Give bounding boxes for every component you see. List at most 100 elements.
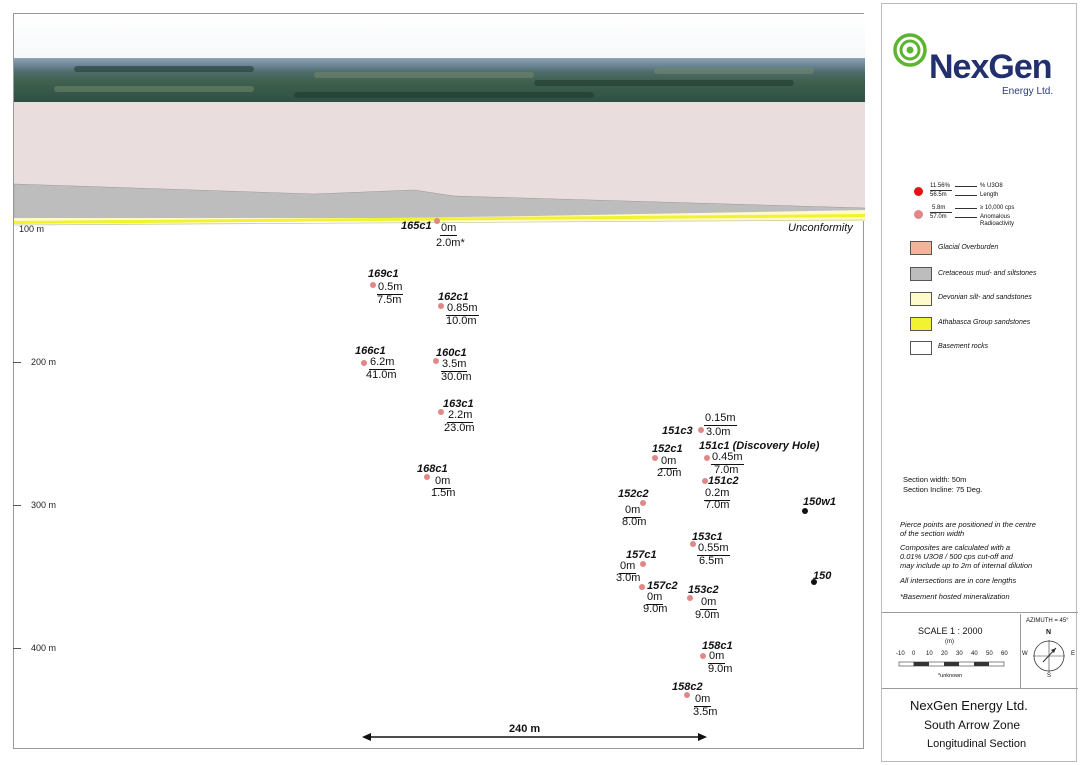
intercept-length: 10.0m [446, 315, 477, 327]
intercept-length: 3.5m [693, 706, 718, 718]
intercept-length: 23.0m [444, 422, 475, 434]
intercept-grade-or-width: 0.45m [711, 451, 744, 465]
azimuth-label: AZIMUTH = 45° [1026, 618, 1069, 624]
intercept-grade-or-width: 6.2m [369, 356, 396, 370]
scale-tick-60: 60 [1001, 651, 1008, 657]
section-frame [13, 13, 865, 749]
drill-hole-id: 151c1 (Discovery Hole) [699, 440, 820, 452]
drill-hole-id: 150 [813, 570, 832, 582]
note-1: Pierce points are positioned in the cent… [900, 520, 1036, 529]
drill-hole-id: 150w1 [803, 496, 837, 508]
scale-tick-30: 30 [956, 651, 963, 657]
drill-hole-id: 169c1 [368, 268, 399, 280]
drill-hole-marker [639, 584, 645, 590]
intercept-grade-or-width: 0m [708, 650, 726, 664]
scale-tick--10: -10 [896, 651, 905, 657]
depth-tick-300 [13, 505, 21, 506]
drill-hole-id: 153c2 [688, 584, 719, 596]
note-7: *Basement hosted mineralization [900, 592, 1010, 601]
scale-bar-label: 240 m [509, 723, 541, 735]
intercept-length: 7.0m [705, 499, 730, 511]
legend-pink-desc1: ≥ 10,000 cps [980, 205, 1015, 211]
sky-band [14, 14, 865, 58]
intercept-length: 41.0m [366, 369, 397, 381]
intercept-length: 9.0m [695, 609, 720, 621]
legend-red-dot [914, 187, 923, 196]
compass-n: N [1046, 629, 1052, 636]
legend-pink-dot [914, 210, 923, 219]
drill-hole-id: 158c1 [702, 640, 733, 652]
drill-hole-marker [370, 282, 376, 288]
drill-hole-id: 157c1 [626, 549, 657, 561]
note-section-width: Section width: 50m [903, 475, 967, 484]
drill-hole-marker [687, 595, 693, 601]
drill-hole-marker [424, 474, 430, 480]
drill-hole-id: 157c2 [647, 580, 678, 592]
compass-rose-icon [1033, 640, 1065, 672]
drill-hole-marker [702, 478, 708, 484]
intercept-length: 1.5m [431, 487, 456, 499]
intercept-grade-or-width: 0m [694, 693, 712, 707]
panel-divider-1 [882, 612, 1078, 613]
intercept-length: 30.0m [441, 371, 472, 383]
legend-red-bottom: 56.5m [930, 192, 947, 198]
drill-hole-marker [640, 500, 646, 506]
title-section: Longitudinal Section [927, 738, 1027, 750]
depth-label-400: 400 m [31, 643, 57, 653]
drill-hole-marker [690, 541, 696, 547]
compass-w: W [1022, 651, 1028, 657]
drill-hole-marker [704, 455, 710, 461]
drill-hole-id: 153c1 [692, 531, 723, 543]
logo-wordmark: NexGen [929, 48, 1053, 86]
depth-tick-400 [13, 648, 21, 649]
title-company: NexGen Energy Ltd. [910, 698, 1028, 713]
note-section-incline: Section Incline: 75 Deg. [903, 485, 983, 494]
scale-tick-40: 40 [971, 651, 978, 657]
note-4: 0.01% U3O8 / 500 cps cut-off and [900, 552, 1013, 561]
legend-pink-leader-1 [955, 208, 977, 209]
legend-pink-desc2: Anomalous [980, 214, 1011, 220]
note-6: All intersections are in core lengths [900, 576, 1017, 585]
intercept-length: 9.0m [643, 603, 668, 615]
intercept-length: 3.0m [616, 572, 641, 584]
intercept-grade-or-width: 0.85m [446, 302, 479, 316]
drill-hole-id: 158c2 [672, 681, 703, 693]
intercept-grade-or-width: 0m [619, 560, 637, 574]
legend-swatch-basement [910, 341, 932, 355]
intercept-grade-or-width: 0.2m [704, 487, 731, 501]
drill-hole-marker [684, 692, 690, 698]
intercept-grade-or-width: 2.2m [447, 409, 474, 423]
intercept-length: 2.0m [657, 467, 682, 479]
drill-hole-id: 152c1 [652, 443, 683, 455]
drill-hole-marker [652, 455, 658, 461]
nexgen-logo-icon [893, 33, 927, 67]
scale-unknown-note: *unknown [938, 673, 963, 679]
legend-label-athabasca: Athabasca Group sandstones [938, 319, 1031, 326]
drill-hole-id: 151c2 [708, 475, 739, 487]
note-3: Composites are calculated with a [900, 543, 1011, 552]
title-zone: South Arrow Zone [924, 718, 1021, 732]
panel-divider-2 [882, 688, 1078, 689]
intercept-length: 3.0m [706, 426, 731, 438]
legend-pink-divider [930, 212, 952, 213]
azimuth-box-border [1020, 614, 1021, 688]
intercept-grade-or-width: 0m [646, 591, 664, 605]
intercept-grade-or-width: 0m [434, 475, 452, 489]
intercept-length: 6.5m [699, 555, 724, 567]
legend-pink-bottom: 57.0m [930, 214, 947, 220]
legend-red-leader-1 [955, 186, 977, 187]
drill-hole-marker [434, 218, 440, 224]
drill-hole-id: 162c1 [438, 291, 469, 303]
legend-swatch-glacial [910, 241, 932, 255]
legend-red-desc1: % U3O8 [980, 183, 1003, 189]
drill-hole-marker [438, 409, 444, 415]
intercept-grade-or-width: 0.5m [377, 281, 404, 295]
legend-swatch-cretaceous [910, 267, 932, 281]
legend-label-cretaceous: Cretaceous mud- and siltstones [938, 270, 1037, 277]
intercept-grade-or-width: 0m [700, 596, 718, 610]
depth-label-100: 100 m [19, 224, 45, 234]
legend-red-desc2: Length [980, 192, 999, 198]
legend-red-top: 11.56% [930, 183, 950, 189]
intercept-length: 8.0m [622, 516, 647, 528]
compass-e: E [1071, 651, 1076, 657]
